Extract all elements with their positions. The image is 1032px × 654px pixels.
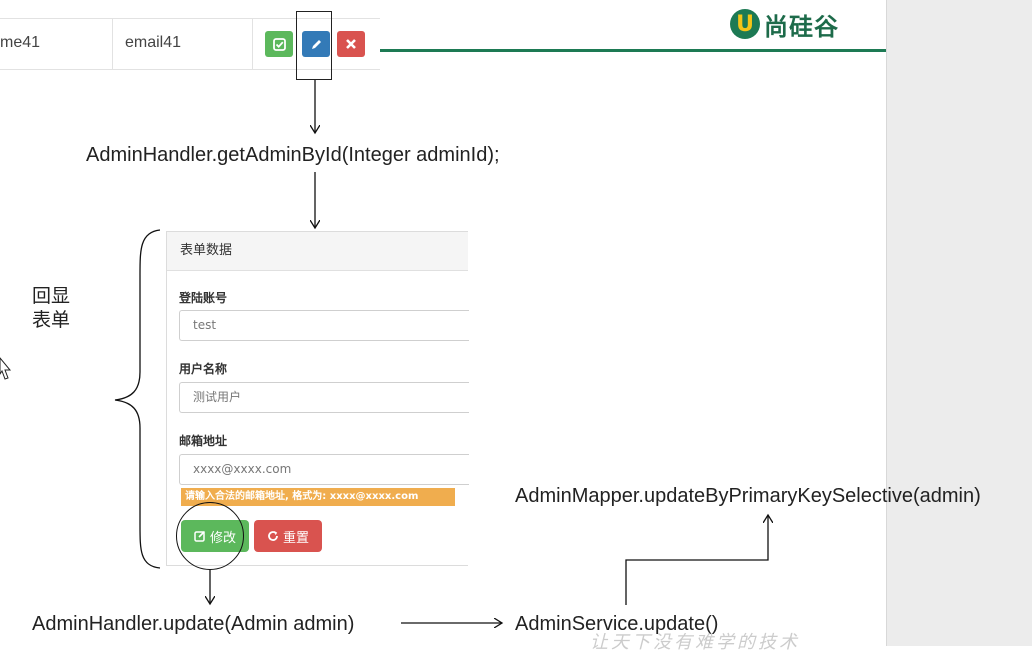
arrow-service-to-mapper — [625, 515, 768, 605]
logo-text: 尚硅谷 — [764, 12, 839, 41]
get-admin-by-id-label: AdminHandler.getAdminById(Integer adminI… — [86, 144, 500, 166]
email-label: 邮箱地址 — [179, 434, 228, 448]
form-brace — [114, 229, 161, 569]
edit-button[interactable] — [302, 31, 330, 57]
echo-form-label: 回显 表单 — [32, 284, 70, 332]
refresh-icon — [268, 531, 278, 541]
username-label: 用户名称 — [179, 362, 228, 376]
side-label-line1: 回显 — [32, 285, 71, 307]
pencil-icon — [311, 39, 321, 49]
email-input[interactable]: xxxx@xxxx.com — [179, 454, 469, 485]
username-input[interactable]: 测试用户 — [179, 382, 469, 413]
delete-button[interactable] — [337, 31, 365, 57]
handler-update-label: AdminHandler.update(Admin admin) — [32, 613, 355, 635]
reset-button[interactable]: 重置 — [254, 520, 322, 552]
email-warning: 请输入合法的邮箱地址, 格式为: xxxx@xxxx.com — [181, 488, 455, 506]
check-square-icon — [272, 37, 286, 51]
email-cell: email41 — [113, 19, 253, 69]
check-button[interactable] — [265, 31, 293, 57]
form-header: 表单数据 — [167, 232, 468, 271]
login-label: 登陆账号 — [179, 291, 228, 305]
logo-mark: U — [730, 9, 760, 39]
edit-highlight-box — [296, 11, 332, 80]
times-icon — [346, 39, 356, 49]
side-label-line2: 表单 — [32, 309, 71, 331]
right-side-panel — [886, 0, 1032, 646]
name-cell: me41 — [0, 19, 113, 69]
table-row: me41 email41 — [0, 18, 380, 70]
mouse-cursor-icon — [0, 357, 12, 380]
mapper-update-label: AdminMapper.updateByPrimaryKeySelective(… — [515, 485, 981, 507]
reset-button-label: 重置 — [282, 530, 309, 546]
modify-highlight-circle — [176, 502, 244, 570]
brand-logo: U 尚硅谷 — [730, 6, 839, 42]
login-input[interactable]: test — [179, 310, 469, 341]
service-update-label: AdminService.update() — [515, 613, 719, 635]
header-divider — [380, 49, 886, 52]
